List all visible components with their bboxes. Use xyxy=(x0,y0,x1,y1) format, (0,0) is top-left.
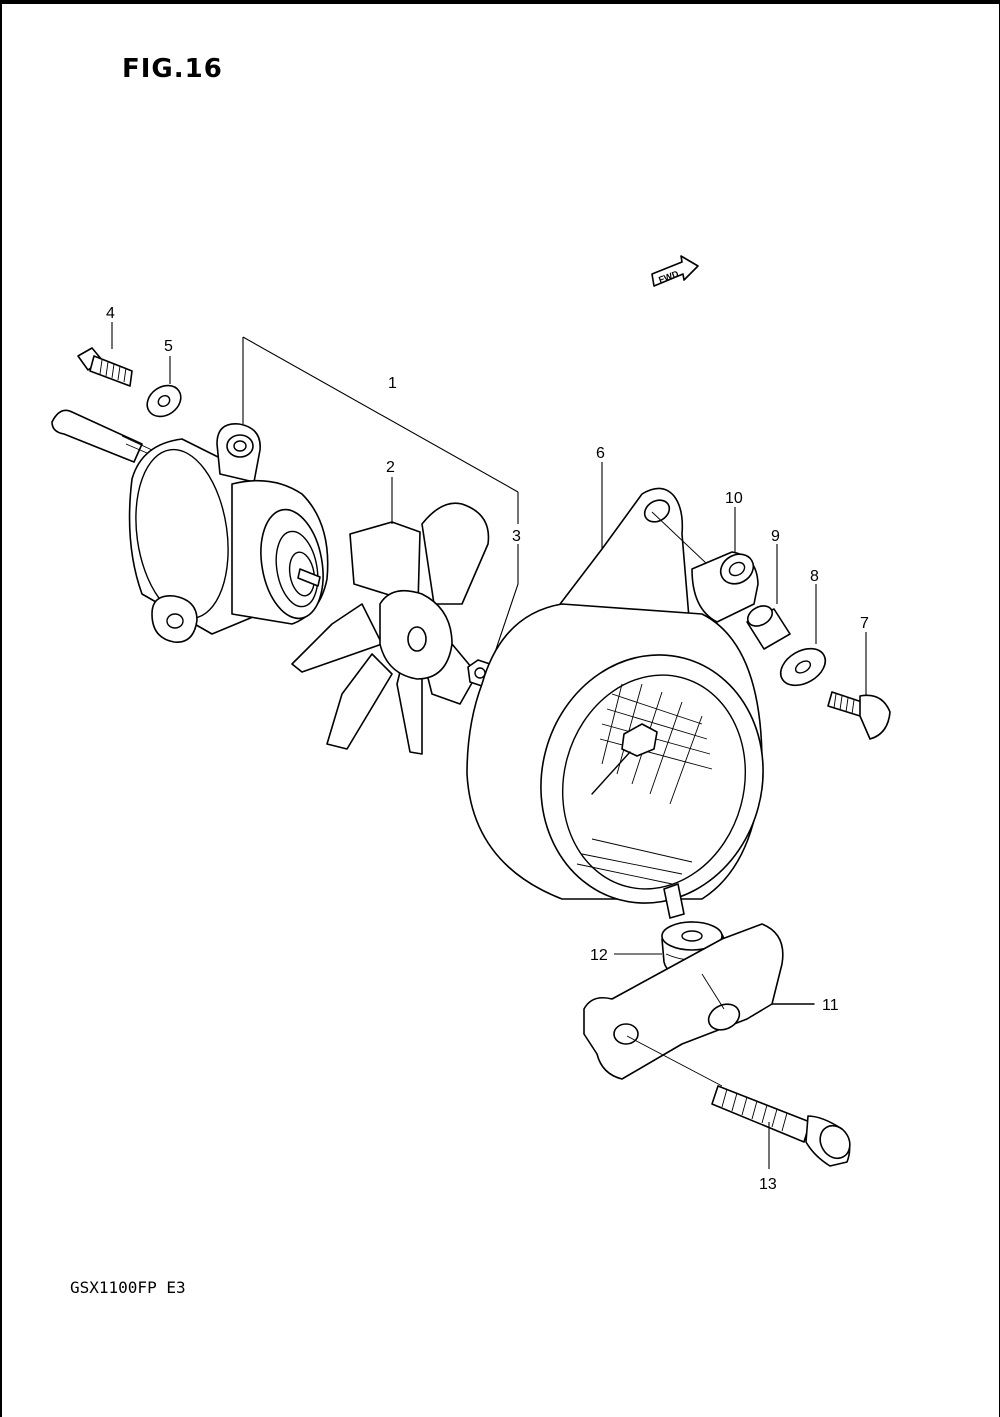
callout-2: 2 xyxy=(386,459,395,476)
part-4-bolt xyxy=(77,322,133,387)
callout-10: 10 xyxy=(725,490,743,507)
callout-11: 11 xyxy=(822,997,839,1014)
model-code: GSX1100FP E3 xyxy=(70,1278,186,1297)
part-10-grommet xyxy=(691,507,759,623)
part-8-washer xyxy=(779,584,827,687)
figure-title: FIG.16 xyxy=(122,54,223,84)
part-1-fan-motor xyxy=(51,409,329,643)
callout-labels: 1 2 3 4 5 6 7 8 9 10 11 12 13 xyxy=(106,305,869,1193)
callout-3: 3 xyxy=(512,528,521,545)
callout-8: 8 xyxy=(810,568,819,585)
callout-1: 1 xyxy=(388,375,397,392)
assembly-bracket xyxy=(242,336,519,668)
callout-5: 5 xyxy=(164,338,173,355)
callout-7: 7 xyxy=(860,615,869,632)
part-2-fan-blade xyxy=(291,477,490,755)
part-9-collar xyxy=(746,544,791,650)
part-6-fan-shroud xyxy=(466,462,764,919)
leader-10-line xyxy=(651,511,708,565)
callout-6: 6 xyxy=(596,445,605,462)
fwd-arrow-icon: FWD xyxy=(651,255,699,287)
part-7-screw xyxy=(827,632,891,740)
leader-13-line xyxy=(626,1035,723,1087)
part-5-washer xyxy=(146,356,182,418)
callout-4: 4 xyxy=(106,305,115,322)
callout-13: 13 xyxy=(759,1176,777,1193)
callout-9: 9 xyxy=(771,528,780,545)
exploded-view-diagram: FWD xyxy=(51,255,891,1193)
part-13-bolt xyxy=(711,1085,851,1169)
callout-12: 12 xyxy=(590,947,608,964)
part-11-bracket xyxy=(583,923,815,1080)
